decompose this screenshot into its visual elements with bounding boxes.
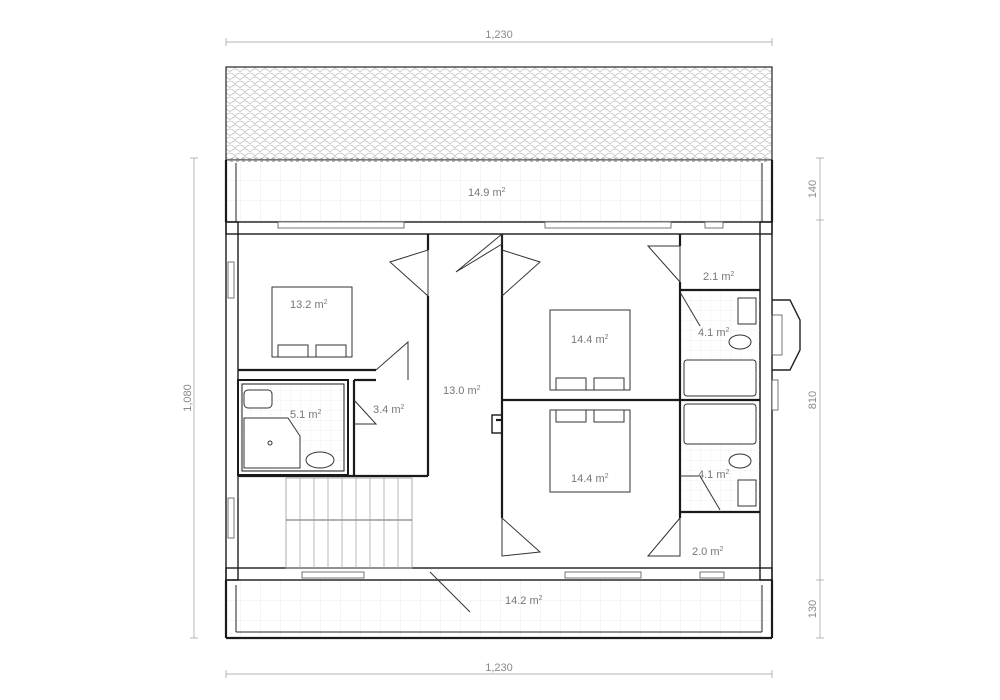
dimension-top-label: 1,230 [485, 29, 513, 41]
dimension-bottom: 1,230 [225, 662, 773, 678]
bottom-terrace [224, 580, 774, 640]
room-labels: 14.9 m2 13.2 m2 5.1 m2 3.4 m2 13.0 m2 14… [290, 187, 735, 607]
roof-area [225, 66, 773, 162]
area-hallway: 13.0 m2 [443, 385, 481, 397]
area-bathroom-left: 5.1 m2 [290, 409, 322, 421]
dimension-right-810: 810 [807, 391, 819, 409]
dimension-bottom-label: 1,230 [485, 662, 513, 674]
area-bottom-terrace: 14.2 m2 [505, 595, 543, 607]
area-bedroom-right-bottom: 14.4 m2 [571, 473, 609, 485]
bed-right-bottom [549, 409, 631, 493]
bed-right-top [549, 309, 631, 391]
top-terrace [224, 160, 774, 222]
interior-walls [237, 234, 760, 568]
area-closet-right-bottom: 2.0 m2 [692, 546, 724, 558]
bathroom-right-bottom-fixtures [683, 403, 757, 507]
bed-left [271, 286, 353, 358]
dimension-left-label: 1,080 [182, 384, 194, 412]
dimension-left: 1,080 [182, 157, 198, 639]
bathroom-left-fixtures [243, 389, 335, 469]
dimension-right-130: 130 [807, 600, 819, 618]
doors [237, 232, 721, 613]
area-closet-right-top: 2.1 m2 [703, 271, 735, 283]
area-top-terrace: 14.9 m2 [468, 187, 506, 199]
area-bedroom-right-top: 14.4 m2 [571, 334, 609, 346]
area-closet-left: 3.4 m2 [373, 404, 405, 416]
area-bath-right-top: 4.1 m2 [698, 327, 730, 339]
dimension-top: 1,230 [225, 29, 773, 46]
exterior-walls [225, 221, 801, 581]
bathroom-right-top-fixtures [683, 297, 757, 397]
dimension-right-140: 140 [807, 180, 819, 198]
staircase [285, 477, 413, 569]
area-bedroom-left: 13.2 m2 [290, 299, 328, 311]
area-bath-right-bottom: 4.1 m2 [698, 469, 730, 481]
dimension-right: 140 810 130 [807, 157, 824, 639]
